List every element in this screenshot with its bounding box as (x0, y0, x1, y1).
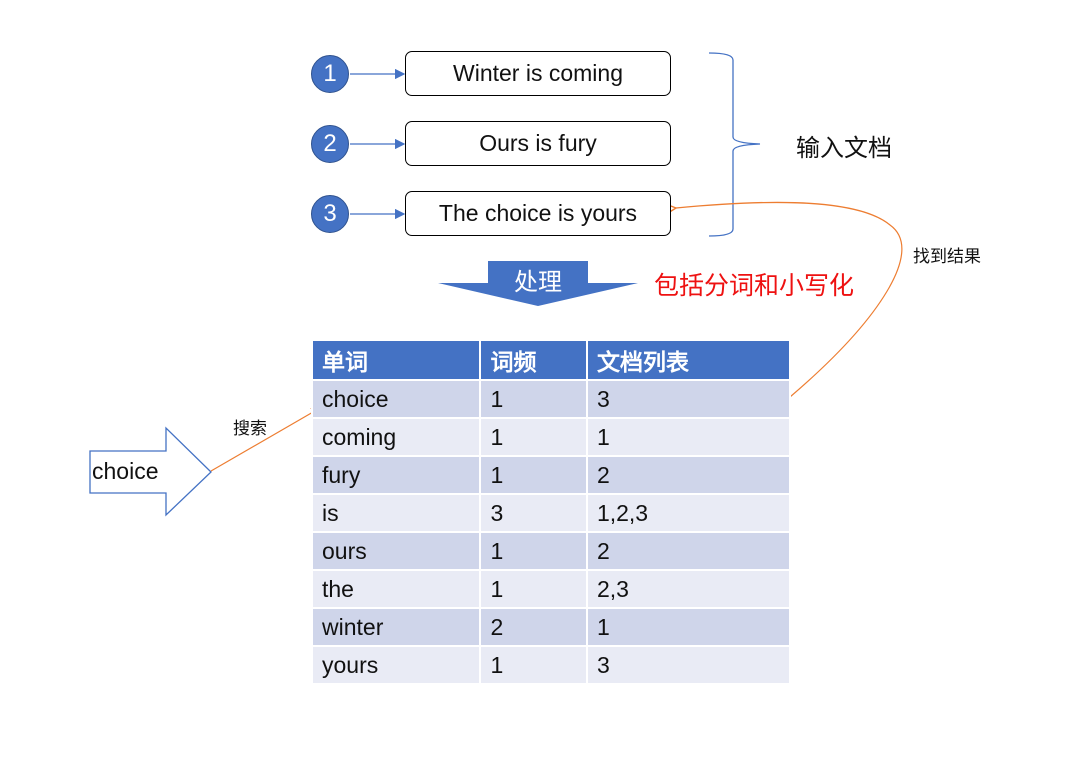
cell-word: coming (310, 417, 482, 457)
doc-box-1: Winter is coming (405, 51, 671, 96)
right-brace (708, 52, 761, 237)
cell-frequency: 1 (479, 379, 588, 419)
cell-doc-list: 1 (585, 607, 792, 647)
cell-word: yours (310, 645, 482, 685)
doc-number-2: 2 (311, 125, 349, 163)
query-term: choice (92, 458, 159, 484)
cell-word: winter (310, 607, 482, 647)
table-row: yours 1 3 (310, 645, 792, 685)
cell-doc-list: 3 (585, 379, 792, 419)
table-row: ours 1 2 (310, 531, 792, 571)
doc-box-2: Ours is fury (405, 121, 671, 166)
search-label: 搜索 (233, 419, 267, 438)
cell-doc-list: 2,3 (585, 569, 792, 609)
process-label: 处理 (514, 269, 562, 296)
input-documents-label: 输入文档 (796, 135, 892, 162)
cell-word: choice (310, 379, 482, 419)
cell-frequency: 1 (479, 569, 588, 609)
cell-word: the (310, 569, 482, 609)
inverted-index-table: 单词 词频 文档列表 choice 1 3 coming 1 1 fury 1 … (310, 339, 792, 685)
cell-frequency: 1 (479, 531, 588, 571)
doc-number-1: 1 (311, 55, 349, 93)
table-row: coming 1 1 (310, 417, 792, 457)
table-header-row: 单词 词频 文档列表 (310, 339, 792, 381)
cell-frequency: 1 (479, 417, 588, 457)
cell-word: fury (310, 455, 482, 495)
cell-doc-list: 2 (585, 455, 792, 495)
cell-frequency: 2 (479, 607, 588, 647)
header-word: 单词 (310, 339, 482, 381)
cell-frequency: 1 (479, 455, 588, 495)
table-row: is 3 1,2,3 (310, 493, 792, 533)
cell-frequency: 1 (479, 645, 588, 685)
process-note: 包括分词和小写化 (654, 272, 855, 300)
header-frequency: 词频 (479, 339, 588, 381)
cell-doc-list: 1 (585, 417, 792, 457)
cell-word: is (310, 493, 482, 533)
cell-doc-list: 1,2,3 (585, 493, 792, 533)
table-row: choice 1 3 (310, 379, 792, 419)
cell-word: ours (310, 531, 482, 571)
doc-number-3: 3 (311, 195, 349, 233)
cell-doc-list: 2 (585, 531, 792, 571)
table-row: the 1 2,3 (310, 569, 792, 609)
result-found-label: 找到结果 (913, 247, 981, 266)
cell-doc-list: 3 (585, 645, 792, 685)
header-doc-list: 文档列表 (585, 339, 792, 381)
cell-frequency: 3 (479, 493, 588, 533)
doc-box-3: The choice is yours (405, 191, 671, 236)
table-row: fury 1 2 (310, 455, 792, 495)
table-row: winter 2 1 (310, 607, 792, 647)
